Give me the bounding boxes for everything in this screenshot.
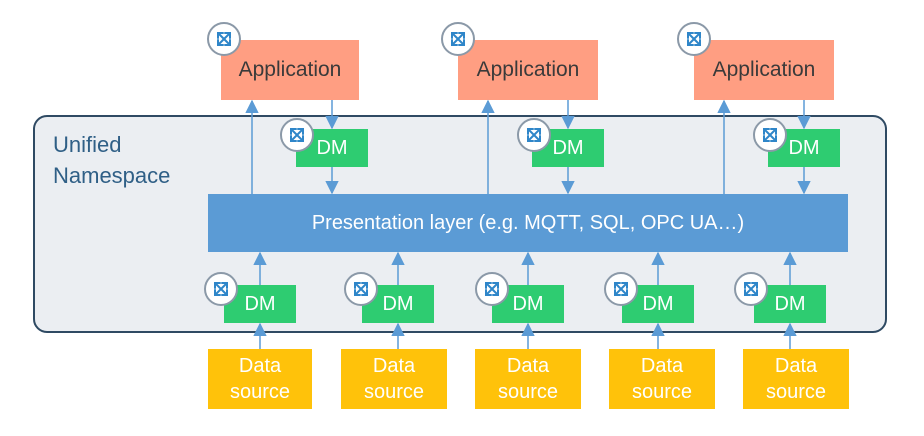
dm-label: DM	[642, 292, 674, 315]
connector-icon	[604, 272, 638, 306]
data-source-line1: Data	[774, 355, 818, 377]
presentation-layer: Presentation layer (e.g. MQTT, SQL, OPC …	[208, 194, 848, 252]
data-source-box: Data source	[341, 349, 447, 409]
application-label: Application	[712, 58, 816, 81]
connector-icon	[753, 118, 787, 152]
data-source-line2: source	[363, 381, 425, 403]
data-source-line2: source	[765, 381, 827, 403]
dm-box: DM	[296, 129, 368, 167]
application-box: Application	[694, 40, 834, 100]
data-source-line2: source	[631, 381, 693, 403]
connector-icon	[344, 272, 378, 306]
application-label: Application	[238, 58, 342, 81]
data-source-box: Data source	[743, 349, 849, 409]
application-box: Application	[458, 40, 598, 100]
dm-label: DM	[512, 292, 544, 315]
connector-icon	[207, 22, 241, 56]
connector-icon	[677, 22, 711, 56]
dm-label: DM	[774, 292, 806, 315]
data-source-line1: Data	[372, 355, 416, 377]
connector-icon	[441, 22, 475, 56]
dm-label: DM	[382, 292, 414, 315]
dm-label: DM	[244, 292, 276, 315]
dm-label: DM	[552, 136, 584, 159]
namespace-title-line1: Unified	[53, 132, 122, 157]
data-source-box: Data source	[208, 349, 312, 409]
connector-icon	[204, 272, 238, 306]
dm-box: DM	[492, 285, 564, 323]
data-source-box: Data source	[475, 349, 581, 409]
data-source-line1: Data	[238, 355, 282, 377]
dm-label: DM	[316, 136, 348, 159]
data-source-line1: Data	[640, 355, 684, 377]
namespace-title-line2: Namespace	[53, 163, 171, 188]
application-label: Application	[476, 58, 580, 81]
dm-label: DM	[788, 136, 820, 159]
data-source-line2: source	[229, 381, 291, 403]
data-source-line1: Data	[506, 355, 550, 377]
namespace-title: Unified Namespace	[53, 129, 203, 191]
presentation-layer-label: Presentation layer (e.g. MQTT, SQL, OPC …	[311, 211, 745, 234]
connector-icon	[475, 272, 509, 306]
data-source-line2: source	[497, 381, 559, 403]
data-source-box: Data source	[609, 349, 715, 409]
application-box: Application	[221, 40, 359, 100]
connector-icon	[280, 118, 314, 152]
connector-icon	[734, 272, 768, 306]
connector-icon	[517, 118, 551, 152]
